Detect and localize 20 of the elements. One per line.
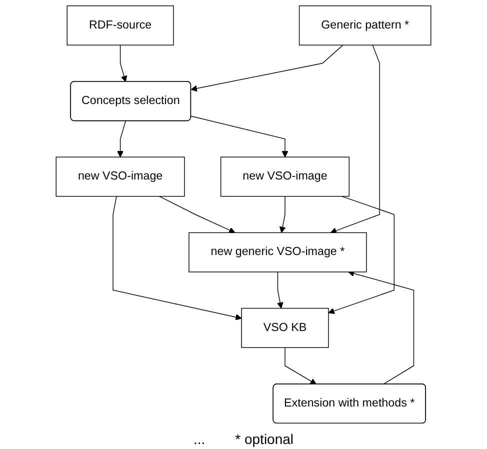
node-box: VSO KB <box>241 308 329 348</box>
arrow <box>112 196 242 320</box>
node-box: Generic pattern * <box>298 5 432 46</box>
arrow <box>348 270 414 385</box>
arrow <box>190 116 288 158</box>
note-text: ... <box>193 431 206 447</box>
node-box: new generic VSO-image * <box>188 232 367 272</box>
note-text: * optional <box>235 431 294 447</box>
arrow <box>328 196 395 314</box>
arrow <box>279 196 286 233</box>
node-box: new VSO-image <box>220 156 350 197</box>
node-box: RDF-source <box>66 5 174 46</box>
arrow <box>284 347 317 385</box>
arrow <box>117 120 126 158</box>
arrow <box>330 44 380 234</box>
arrow <box>276 272 284 309</box>
arrow <box>190 44 344 92</box>
arrow <box>120 44 128 82</box>
arrow <box>158 196 236 234</box>
node-box: new VSO-image <box>56 156 185 197</box>
